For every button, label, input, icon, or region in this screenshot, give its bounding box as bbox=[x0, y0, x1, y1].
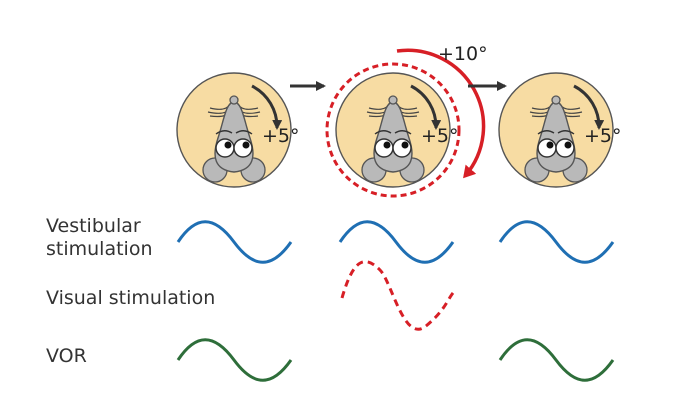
visual-trace bbox=[340, 260, 458, 331]
vor-label: VOR bbox=[46, 345, 87, 367]
vestibular-trace-1 bbox=[176, 220, 293, 264]
rotation-arrow-icon bbox=[573, 84, 605, 130]
vestibular-trace-2 bbox=[338, 220, 455, 264]
rotation-label-2: +5° bbox=[421, 125, 459, 147]
rotation-label-3: +5° bbox=[584, 125, 622, 147]
vestibular-label-line2: stimulation bbox=[46, 238, 153, 260]
visual-rotation-arrow-icon bbox=[396, 48, 486, 179]
head-panel-2: +5° +10° bbox=[325, 43, 488, 198]
vestibular-label-line1: Vestibular bbox=[46, 215, 141, 237]
visual-surround-ring bbox=[325, 62, 461, 198]
vestibular-trace-3 bbox=[498, 220, 615, 264]
vor-trace-1 bbox=[176, 338, 293, 382]
rotation-arrow-icon bbox=[251, 84, 283, 130]
head-panel-3: +5° bbox=[498, 72, 622, 188]
visual-rotation-label: +10° bbox=[438, 43, 488, 65]
rotation-label-1: +5° bbox=[262, 125, 300, 147]
visual-stimulation-label: Visual stimulation bbox=[46, 287, 216, 309]
rotation-arrow-icon bbox=[410, 84, 442, 130]
vestibular-stimulation-label: Vestibular stimulation bbox=[46, 215, 153, 261]
vor-trace-3 bbox=[498, 338, 615, 382]
head-panel-1: +5° bbox=[176, 72, 300, 188]
